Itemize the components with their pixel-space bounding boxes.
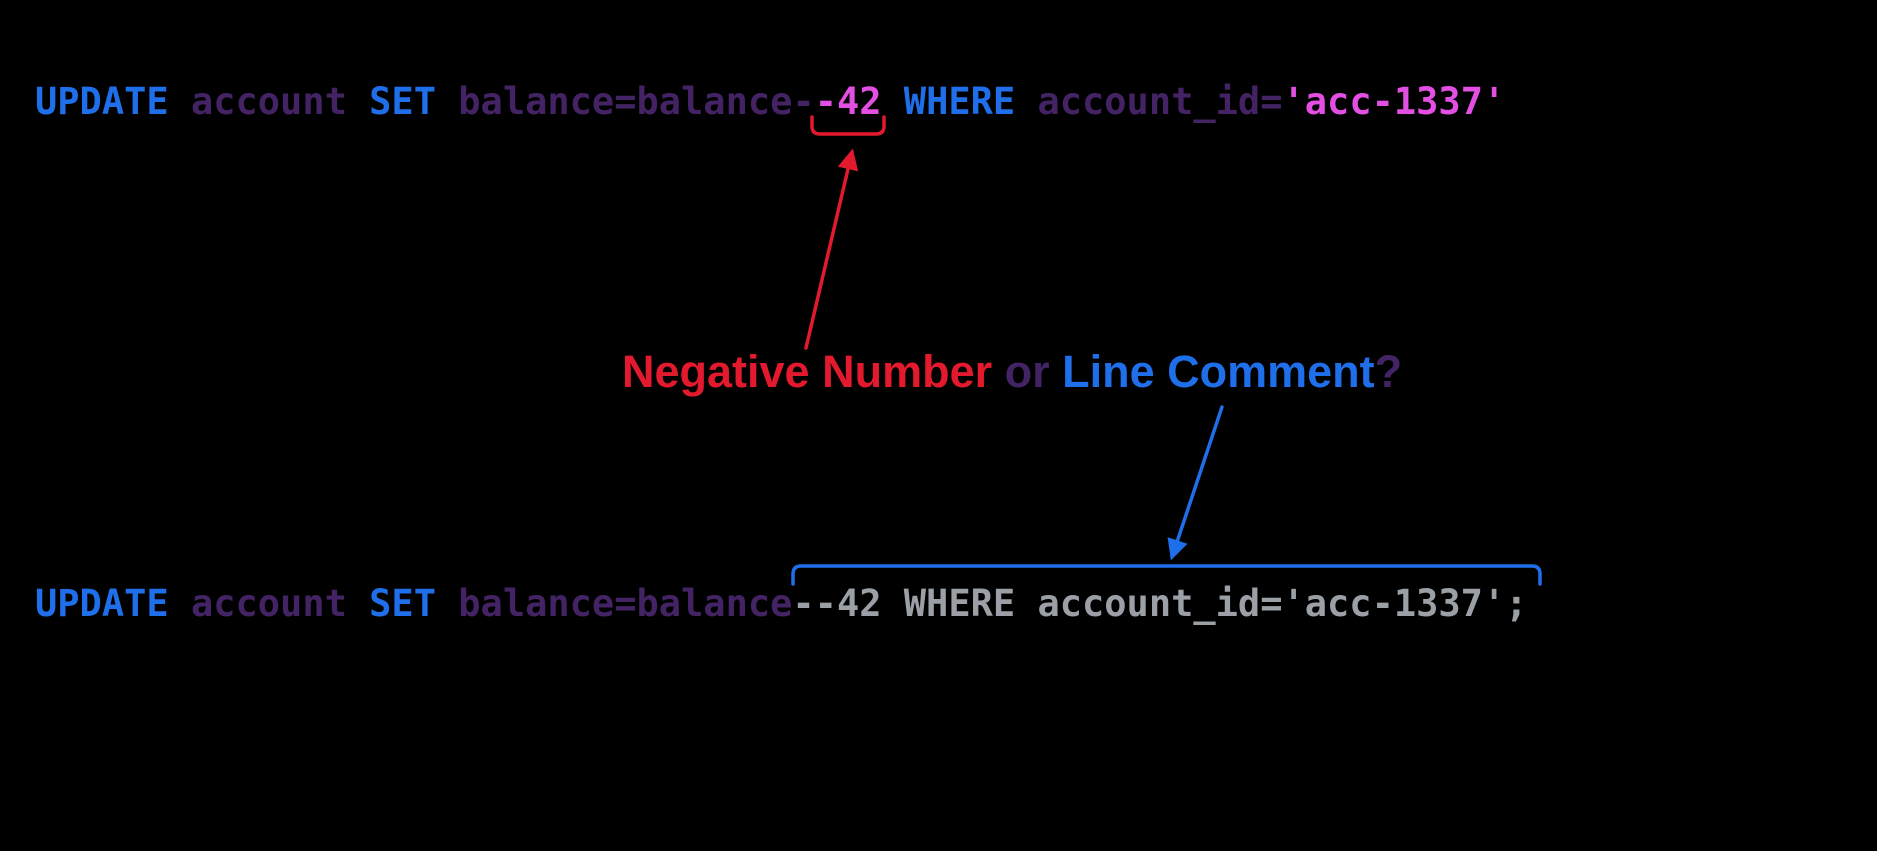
line-comment-arrow xyxy=(1167,405,1224,561)
bottom-query-line-segment-keyword: UPDATE xyxy=(35,582,191,625)
annotation-question-segment-purple: ? xyxy=(1374,346,1403,397)
negative-number-arrow xyxy=(804,148,859,350)
bottom-query-line-segment-identifier: balance=balance xyxy=(458,582,793,625)
top-query-line-segment-identifier: balance=balance- xyxy=(458,80,815,123)
top-query-line-segment-keyword: WHERE xyxy=(881,80,1038,123)
top-query-line-segment-keyword: UPDATE xyxy=(35,80,191,123)
bottom-query-line-segment-keyword: SET xyxy=(369,582,459,625)
annotation-question: Negative Number or Line Comment? xyxy=(622,345,1402,399)
annotation-question-segment-red: Negative Number xyxy=(622,346,993,397)
bottom-query-line-segment-identifier: account xyxy=(190,582,370,625)
top-query-line-segment-literal: -42 xyxy=(814,80,882,123)
bottom-query-line: UPDATE account SET balance=balance--42 W… xyxy=(35,582,1528,626)
bottom-query-line-segment-comment: --42 WHERE account_id='acc-1337'; xyxy=(792,582,1528,625)
top-query-line-segment-literal: 'acc-1337' xyxy=(1282,80,1506,123)
annotation-question-segment-blue: Line Comment xyxy=(1062,346,1375,397)
top-query-line-segment-keyword: SET xyxy=(369,80,459,123)
top-query-line-segment-identifier: account xyxy=(190,80,370,123)
top-query-line: UPDATE account SET balance=balance--42 W… xyxy=(35,80,1505,124)
annotation-question-segment-purple: or xyxy=(992,346,1063,397)
top-query-line-segment-identifier: account_id= xyxy=(1037,80,1283,123)
